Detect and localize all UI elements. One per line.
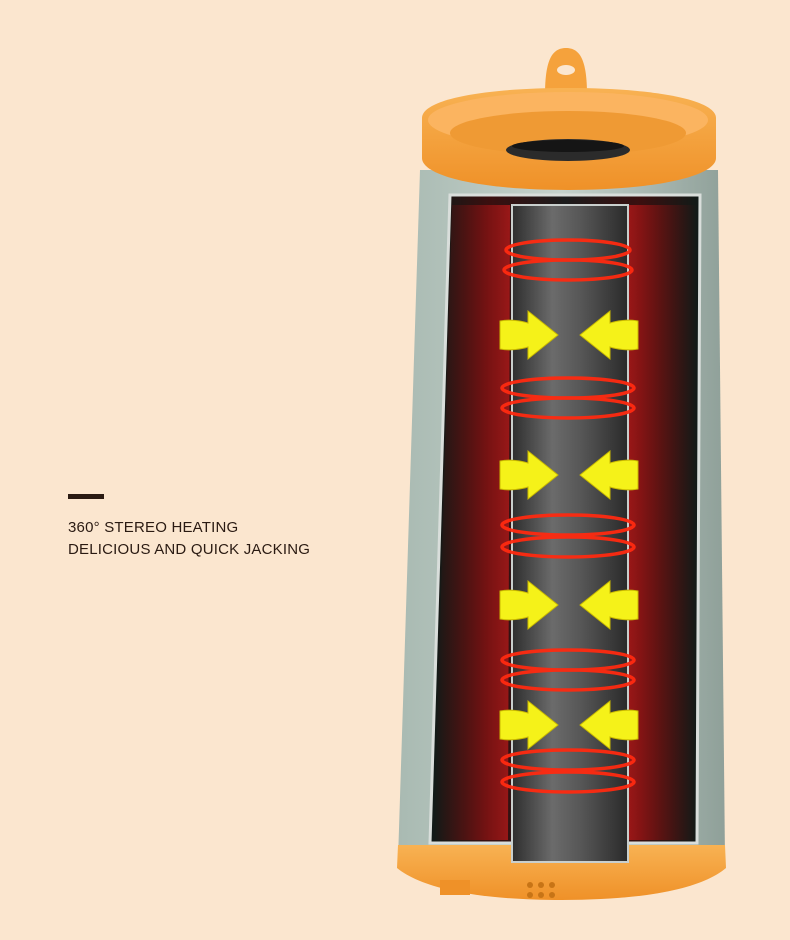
base: [397, 845, 726, 900]
caption-dash: [68, 494, 104, 499]
caption-line-1: 360° STEREO HEATING: [68, 519, 239, 536]
feature-caption: 360° STEREO HEATING DELICIOUS AND QUICK …: [68, 494, 310, 561]
vent-holes: [527, 882, 555, 898]
heating-coils: [500, 238, 636, 794]
caption-line-2: DELICIOUS AND QUICK JACKING: [68, 541, 311, 558]
hanging-loop: [545, 48, 587, 95]
top-lid: [422, 88, 716, 190]
